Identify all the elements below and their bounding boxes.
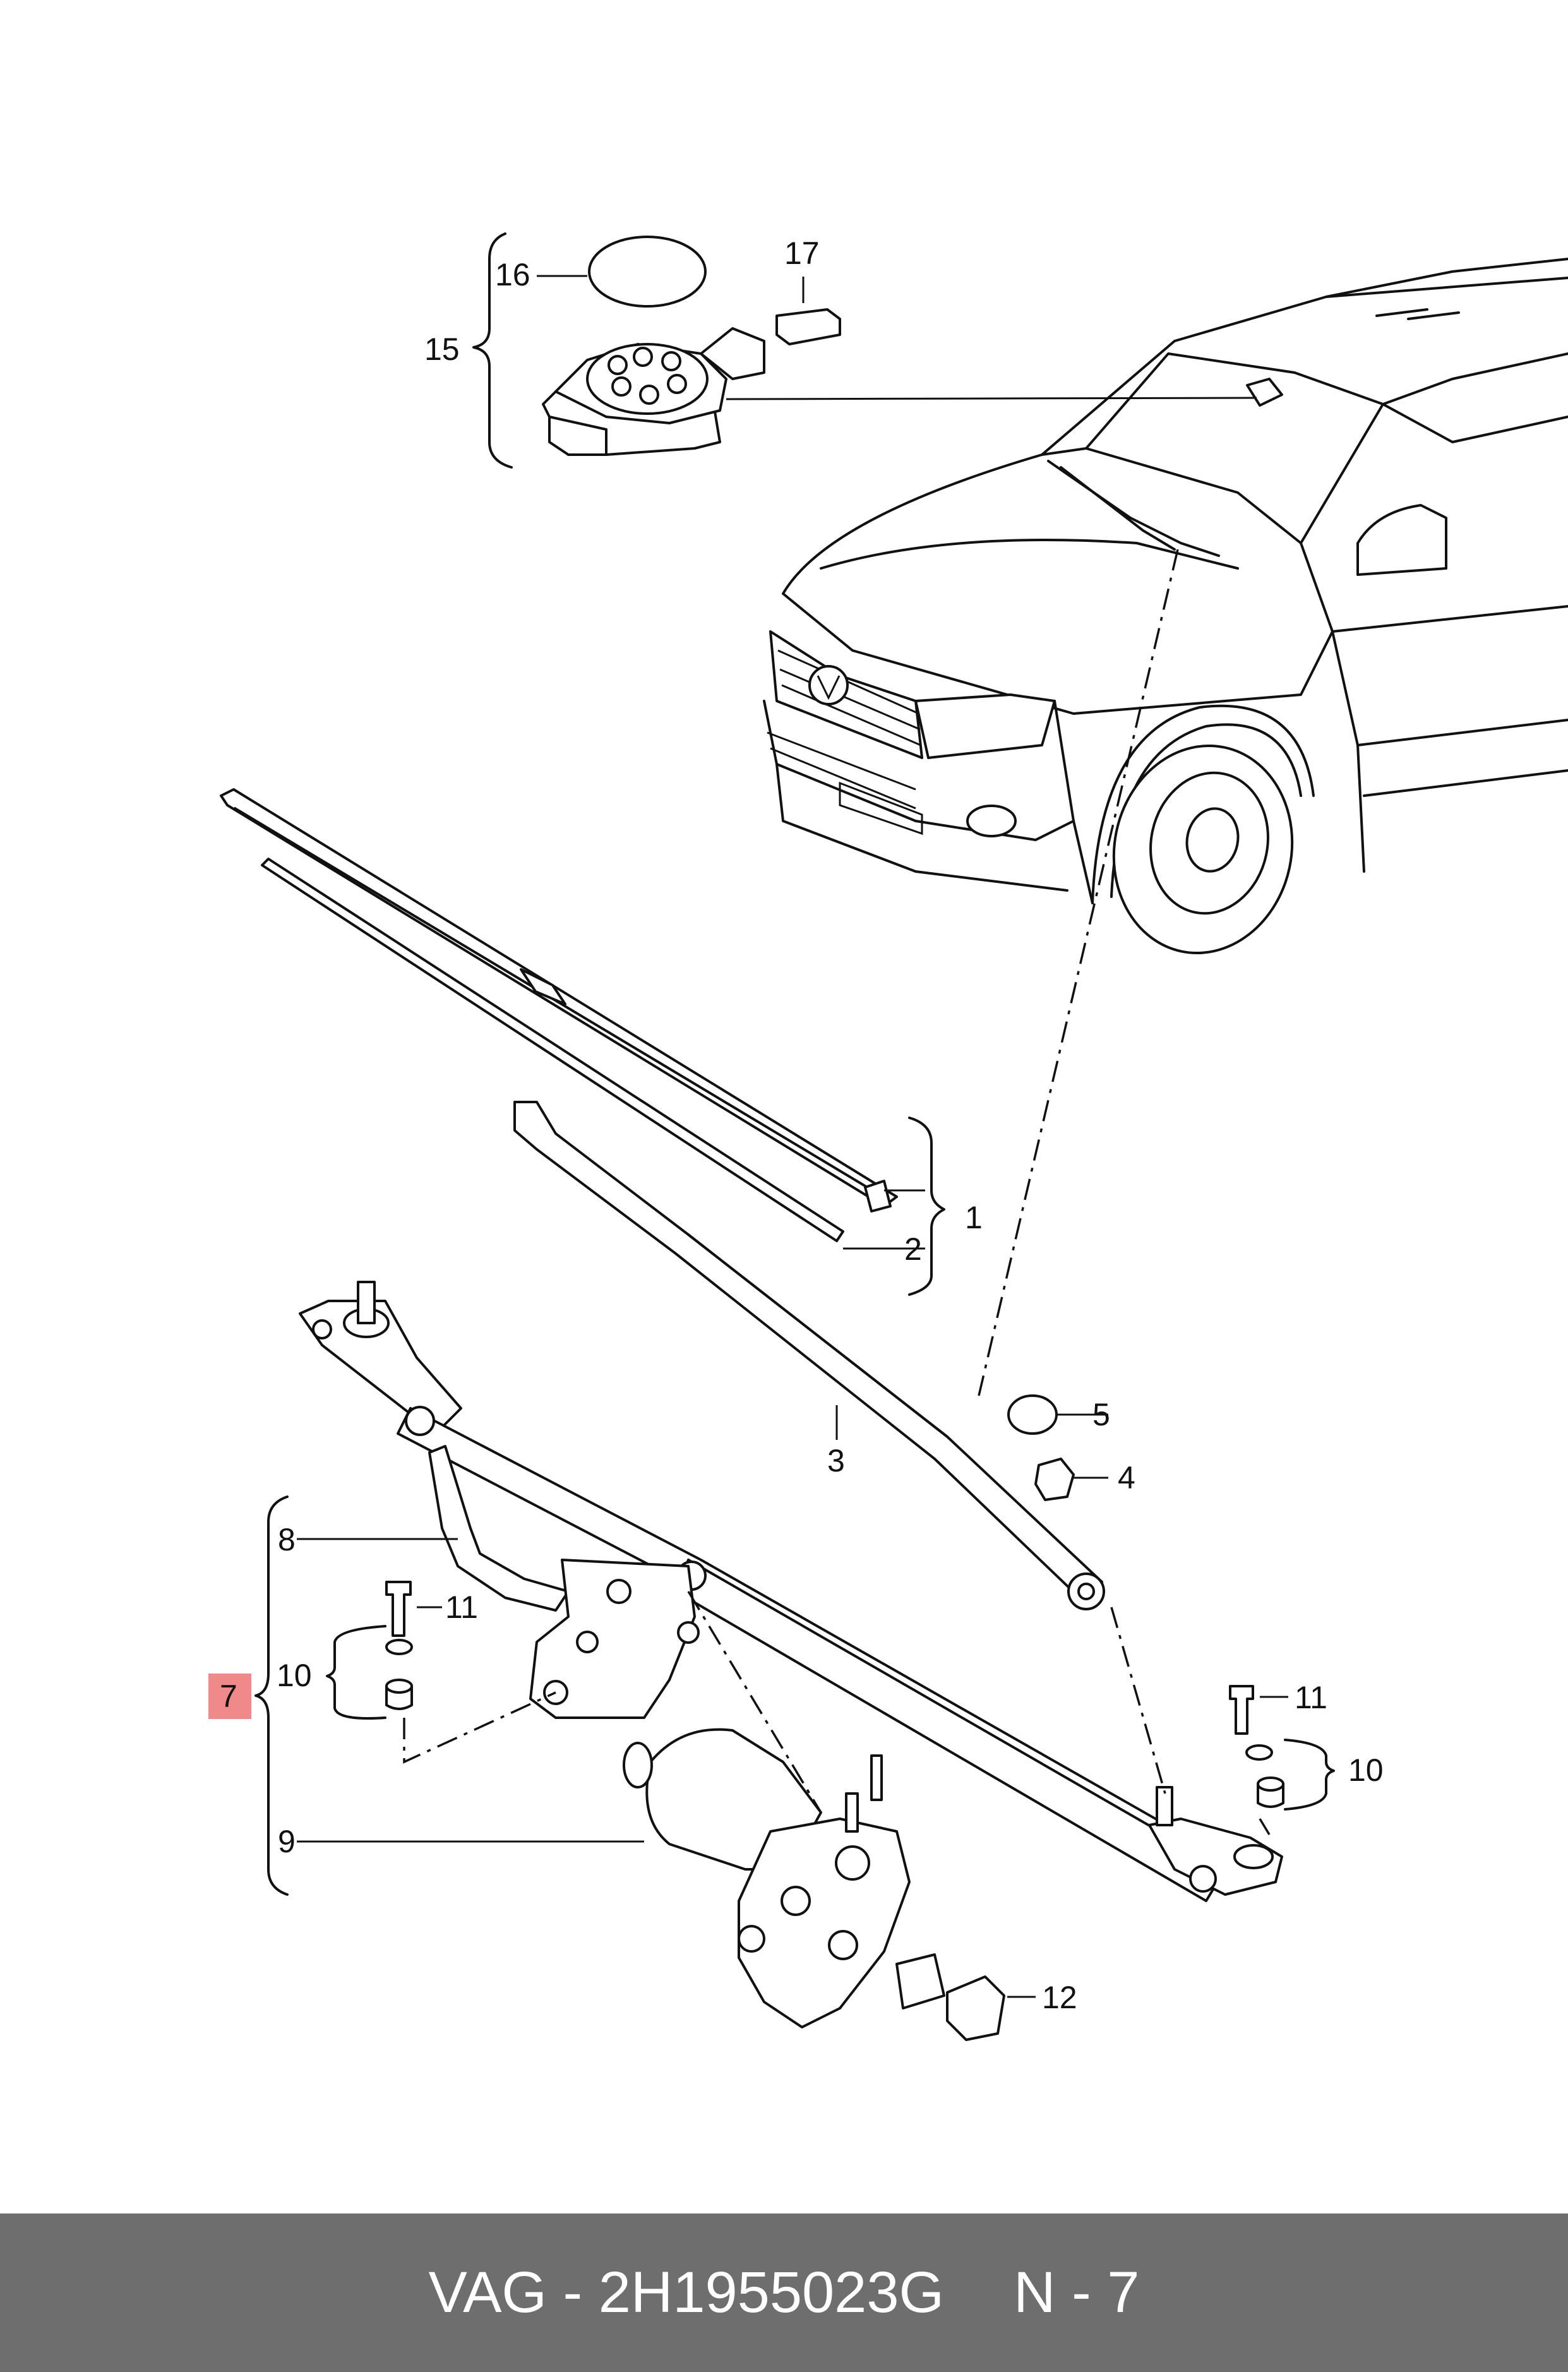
callout-16: 16 bbox=[495, 257, 530, 292]
callout-11-left: 11 bbox=[445, 1590, 478, 1625]
assembly-lines bbox=[403, 549, 1271, 1835]
footer-bar: VAG - 2H1955023G N - 7 bbox=[0, 2213, 1568, 2372]
callout-10-left: 10 bbox=[277, 1658, 312, 1693]
gel-pad-16 bbox=[588, 236, 707, 308]
bracket-15 bbox=[472, 232, 513, 469]
callout-9: 9 bbox=[278, 1824, 296, 1859]
highlight-box-7 bbox=[208, 1674, 251, 1719]
bracket-7 bbox=[254, 1495, 289, 1896]
connector-17 bbox=[775, 308, 841, 345]
callout-2: 2 bbox=[904, 1231, 922, 1267]
bolt-11-left bbox=[385, 1581, 412, 1637]
callout-labels: 1 2 3 4 5 7 8 9 10 10 11 11 12 15 16 17 bbox=[220, 236, 1384, 2015]
callout-4: 4 bbox=[1118, 1460, 1135, 1495]
callout-1: 1 bbox=[965, 1200, 983, 1235]
callout-10-right: 10 bbox=[1348, 1752, 1384, 1788]
wiper-linkage-and-motor bbox=[254, 1281, 1335, 2041]
wiper-rubber-2 bbox=[261, 858, 844, 1242]
wiper-system-diagram: 1 2 3 4 5 7 8 9 10 10 11 11 12 15 16 17 bbox=[208, 232, 1568, 2041]
callout-15: 15 bbox=[424, 332, 460, 367]
page-label: N - 7 bbox=[1014, 2260, 1140, 2325]
rain-sensor-assembly bbox=[472, 232, 1257, 469]
callout-7: 7 bbox=[220, 1679, 237, 1714]
callout-11-right: 11 bbox=[1295, 1680, 1327, 1715]
part-number-label: VAG - 2H1955023G bbox=[428, 2260, 945, 2325]
cap-5 bbox=[1007, 1394, 1058, 1435]
callout-17: 17 bbox=[784, 236, 820, 271]
vehicle-illustration bbox=[763, 258, 1568, 954]
callout-3: 3 bbox=[827, 1443, 845, 1478]
callout-8: 8 bbox=[278, 1522, 296, 1557]
plug-12 bbox=[946, 1975, 1005, 2041]
mounting-plate bbox=[529, 1559, 696, 1719]
callout-5: 5 bbox=[1092, 1397, 1110, 1432]
callout-12: 12 bbox=[1042, 1980, 1077, 2015]
bolt-11-right bbox=[1229, 1685, 1254, 1735]
wiper-blade-and-arm bbox=[220, 788, 1108, 1610]
nut-4 bbox=[1034, 1458, 1075, 1501]
